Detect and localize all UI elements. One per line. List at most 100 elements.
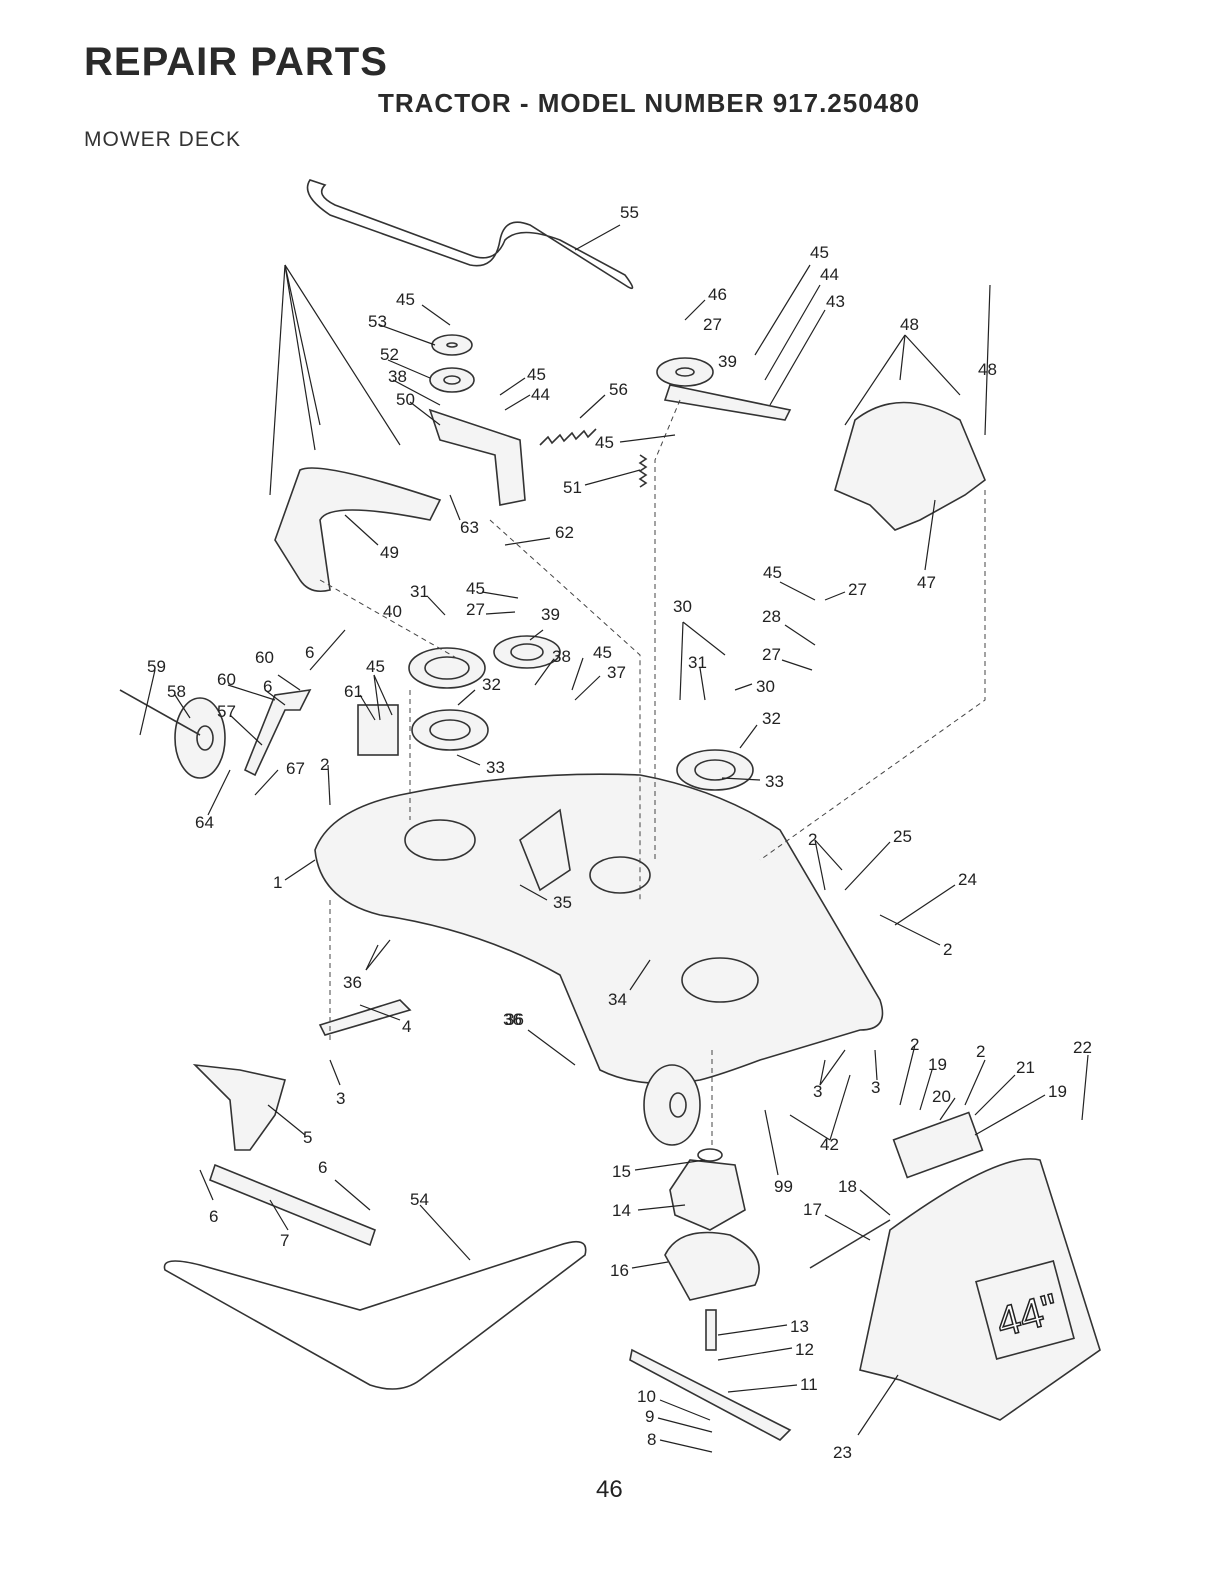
chute-spring-bracket [892,1111,984,1179]
callout: 45 [466,579,485,598]
callout: 51 [563,478,582,497]
callout: 2 [808,830,817,849]
callout: 30 [673,597,692,616]
callout: 61 [344,682,363,701]
callout: 55 [620,203,639,222]
callout: 32 [482,675,501,694]
callout: 60 [217,670,236,689]
callout: 45 [396,290,415,309]
gauge-wheel-58 [174,697,226,779]
callout: 25 [893,827,912,846]
callout: 19 [928,1055,947,1074]
pulley-40 [408,647,486,689]
callout: 47 [917,573,936,592]
callout: 45 [593,643,612,662]
callout: 50 [396,390,415,409]
belt-55 [306,179,634,290]
callout: 63 [460,518,479,537]
callout: 60 [255,648,274,667]
pulley-32-left [411,709,489,751]
pulley-52 [429,367,475,393]
callout: 52 [380,345,399,364]
housing-16 [664,1231,760,1301]
callout: 58 [167,682,186,701]
callout: 2 [943,940,952,959]
pulley-39-lower [493,635,561,669]
page-title: REPAIR PARTS [84,40,388,84]
callout: 57 [217,702,236,721]
callout: 53 [368,312,387,331]
callout-labels: 55 45 44 43 46 27 39 48 45 53 52 38 50 4… [147,203,1092,1462]
callout: 17 [803,1200,822,1219]
spindle-right [681,957,759,1003]
bracket-5 [192,1063,287,1151]
callout: 2 [320,755,329,774]
callout: 36 [505,1010,524,1029]
callout: 45 [810,243,829,262]
callout: 48 [978,360,997,379]
spring-56 [539,428,597,446]
spindle-center [589,856,651,894]
callout: 11 [800,1375,818,1394]
callout: 15 [612,1162,631,1181]
page-number: 46 [596,1476,623,1503]
callout: 28 [762,607,781,626]
rod-17 [809,1219,891,1269]
callout: 18 [838,1177,857,1196]
callout: 2 [976,1042,985,1061]
callout: 27 [703,315,722,334]
callout: 48 [900,315,919,334]
link-4 [318,999,412,1036]
callout: 6 [209,1207,218,1226]
callout: 7 [280,1231,289,1250]
callout: 3 [871,1078,880,1097]
callout: 35 [553,893,572,912]
callout: 12 [795,1340,814,1359]
callout: 44 [531,385,550,404]
pulley-53 [431,334,473,356]
callout: 64 [195,813,214,832]
callout: 1 [273,873,282,892]
callout: 36 [343,973,362,992]
callout: 10 [637,1387,656,1406]
callout: 27 [848,580,867,599]
callout: 27 [466,600,485,619]
callout: 45 [527,365,546,384]
pulley-32-right [676,749,754,791]
callout: 24 [958,870,977,889]
callout: 54 [410,1190,429,1209]
callout: 33 [486,758,505,777]
deck-wheel [643,1064,701,1146]
callout: 3 [336,1089,345,1108]
callout: 8 [647,1430,656,1449]
callout-leaders [139,224,1089,1453]
callout: 38 [552,647,571,666]
spindle-left [404,819,476,861]
callout: 30 [756,677,775,696]
section-heading: MOWER DECK [84,128,241,151]
callout: 42 [820,1135,839,1154]
callout: 19 [1048,1082,1067,1101]
bolt-59 [119,689,201,736]
callout: 31 [410,582,429,601]
callout: 67 [286,759,305,778]
alignment-line [489,519,641,900]
callout: 20 [932,1087,951,1106]
callout: 38 [388,367,407,386]
alignment-line [654,399,681,860]
bearing-15 [697,1148,723,1162]
callout: 21 [1016,1058,1035,1077]
callout: 62 [555,523,574,542]
shaft-13 [705,1309,717,1351]
callout: 6 [305,643,314,662]
bracket-61 [357,704,399,756]
mower-deck-1 [314,773,884,1085]
belt-54 [163,1240,587,1390]
callout: 40 [383,602,402,621]
callout: 34 [608,990,627,1009]
callout: 99 [774,1177,793,1196]
callout: 13 [790,1317,809,1336]
callout: 5 [303,1128,312,1147]
callout: 31 [688,653,707,672]
